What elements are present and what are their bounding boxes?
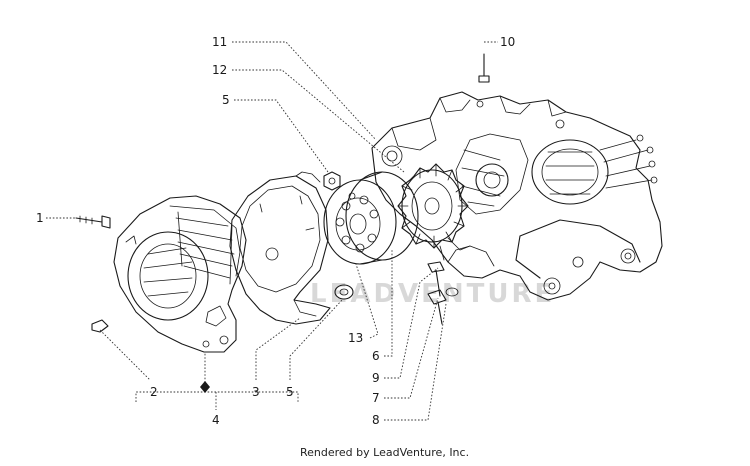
callout-10: 10 [500, 35, 515, 49]
grommet [91, 319, 109, 333]
leader-lines [46, 41, 498, 421]
callout-2: 2 [150, 385, 158, 399]
screw-7 [427, 261, 445, 297]
callout-3: 3 [252, 385, 260, 399]
callout-1: 1 [36, 211, 44, 225]
callout-12: 12 [212, 63, 227, 77]
flywheel-rotor [323, 171, 419, 265]
callout-labels: 11 12 5 10 1 2 3 5 4 13 6 9 7 8 [36, 35, 515, 427]
screw-1 [75, 215, 111, 229]
callout-11: 11 [212, 35, 227, 49]
fan-cover-3 [229, 171, 331, 325]
diamond-marker [200, 381, 210, 393]
callout-13: 13 [348, 331, 363, 345]
callout-5-upper: 5 [222, 93, 230, 107]
screw-8 [427, 287, 459, 325]
callout-9: 9 [372, 371, 380, 385]
flywheel-shroud-2 [113, 195, 247, 353]
callout-6: 6 [372, 349, 380, 363]
callout-7: 7 [372, 391, 380, 405]
callout-4: 4 [212, 413, 220, 427]
stator-assembly [397, 163, 471, 261]
washer-5-lower [334, 284, 354, 300]
callout-5-lower: 5 [286, 385, 294, 399]
footer-credit: Rendered by LeadVenture, Inc. [300, 446, 469, 459]
watermark-text: LEADVENTURE [310, 279, 555, 309]
nut-5-upper [323, 171, 341, 191]
engine-crankcase [371, 91, 663, 301]
stud-10 [478, 53, 490, 83]
callout-8: 8 [372, 413, 380, 427]
